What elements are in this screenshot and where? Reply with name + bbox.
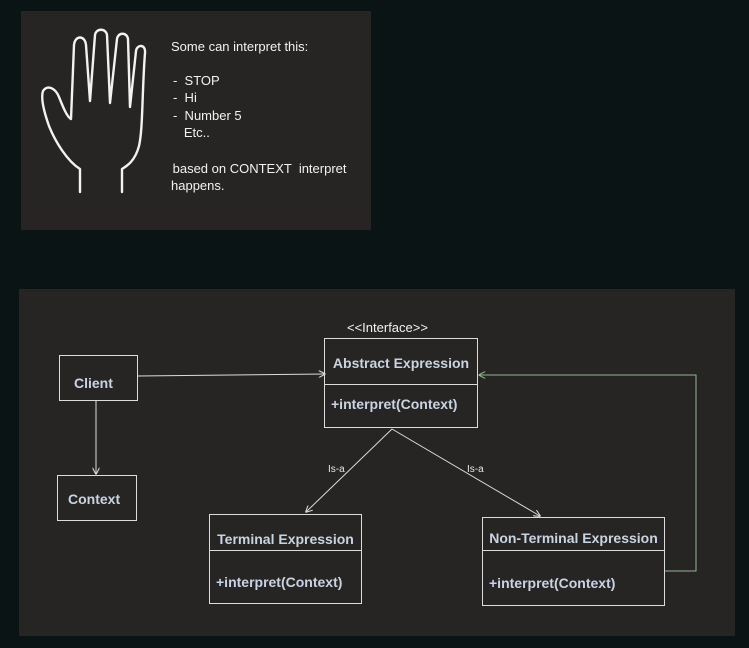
nonterminal-expression-name: Non-Terminal Expression: [489, 530, 658, 546]
note-item-etc: Etc..: [173, 125, 210, 140]
context-box[interactable]: Context: [57, 475, 137, 521]
note-item-number5: - Number 5: [173, 108, 242, 123]
note-intro: Some can interpret this:: [171, 39, 309, 54]
context-label: Context: [68, 491, 121, 507]
terminal-expression-box[interactable]: Terminal Expression +interpret(Context): [209, 514, 362, 604]
nonterminal-expression-divider: [483, 550, 664, 551]
terminal-expression-divider: [210, 550, 361, 551]
nonterminal-expression-method: +interpret(Context): [489, 575, 616, 591]
abstract-expression-name: Abstract Expression: [332, 355, 470, 371]
note-item-hi: - Hi: [173, 90, 197, 105]
abstract-expression-divider: [325, 384, 477, 385]
client-to-abstract-arrow: [137, 374, 325, 376]
note-conclusion-line1: based on CONTEXT interpret: [169, 161, 347, 176]
abstract-to-terminal-arrow: [306, 428, 393, 512]
edge-label-is-a-right: Is-a: [467, 464, 484, 475]
note-panel: [21, 11, 371, 230]
interface-stereotype: <<Interface>>: [347, 320, 428, 335]
terminal-expression-method: +interpret(Context): [216, 574, 343, 590]
abstract-expression-box[interactable]: Abstract Expression +interpret(Context): [324, 338, 478, 428]
terminal-expression-name: Terminal Expression: [217, 531, 354, 547]
note-item-stop: - STOP: [173, 73, 220, 88]
note-conclusion-line2: happens.: [171, 178, 225, 193]
diagram-panel: [19, 289, 735, 636]
nonterminal-expression-box[interactable]: Non-Terminal Expression +interpret(Conte…: [482, 517, 665, 606]
client-box[interactable]: Client: [59, 355, 138, 401]
edge-label-is-a-left: Is-a: [328, 464, 345, 475]
abstract-expression-method: +interpret(Context): [331, 396, 458, 412]
abstract-to-nonterminal-arrow: [391, 428, 540, 516]
client-label: Client: [74, 375, 113, 391]
nonterminal-to-abstract-arrow: [479, 375, 697, 572]
hand-icon: [41, 28, 147, 194]
